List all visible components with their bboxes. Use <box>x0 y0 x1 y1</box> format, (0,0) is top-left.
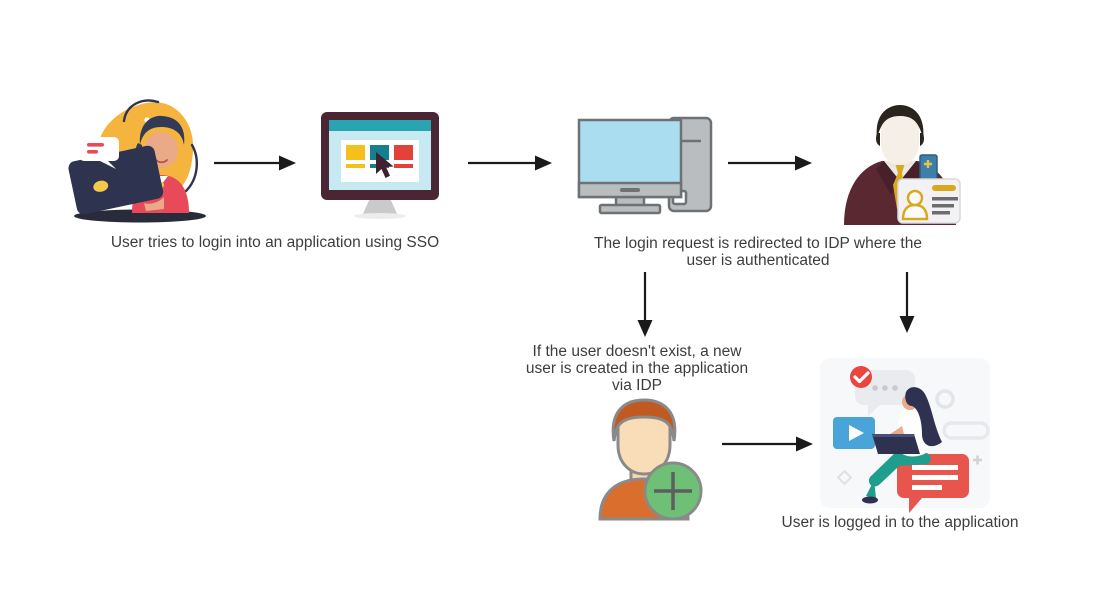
check-badge-icon <box>850 366 872 388</box>
badge-icon <box>919 154 938 180</box>
caption-idp-redirect: The login request is redirected to IDP w… <box>594 235 922 269</box>
add-plus-icon <box>643 461 703 521</box>
monitor-stand <box>363 198 397 214</box>
decor-circle <box>935 389 955 409</box>
hair <box>876 105 924 139</box>
decor-pill <box>942 421 990 440</box>
tile-yellow <box>346 145 365 160</box>
node-idp-redirect <box>576 116 714 215</box>
businessman-id-card-illustration <box>844 105 961 225</box>
speech-bubble-icon <box>79 137 119 169</box>
decor-diamond <box>836 469 853 486</box>
cursor-icon <box>376 152 394 178</box>
tile-teal <box>370 145 389 160</box>
node-create-user <box>585 393 705 523</box>
browser-toolbar <box>329 120 431 131</box>
arrow-right-create-user-to-logged-in <box>722 436 813 452</box>
node-logged-in <box>814 356 996 513</box>
desktop-computer-illustration <box>577 116 713 215</box>
face <box>881 112 919 165</box>
arrow-down-idp-to-create-user <box>637 272 653 337</box>
woman-laptop-chat-illustration <box>820 358 990 513</box>
caption-user-login: User tries to login into an application … <box>110 234 440 251</box>
arrow-right-2 <box>468 155 552 171</box>
message-bubble-icon <box>897 454 969 513</box>
node-idp-user <box>836 103 964 227</box>
arrow-right-3 <box>728 155 812 171</box>
tile-red <box>394 145 413 160</box>
arrow-right-1 <box>214 155 296 171</box>
laptop <box>68 145 164 215</box>
node-user-laptop <box>68 93 216 227</box>
person-hair <box>139 115 185 145</box>
node-app-browser <box>318 110 442 220</box>
video-play-icon <box>833 417 875 449</box>
monitor-base <box>598 203 662 215</box>
arrow-down-idp-user-to-logged-in <box>899 272 915 333</box>
browser-window-monitor-illustration <box>321 112 439 219</box>
decor-plus <box>973 455 982 465</box>
caption-create-user: If the user doesn't exist, a new user is… <box>525 343 749 394</box>
id-card-icon <box>897 178 961 224</box>
user-at-laptop-illustration <box>68 99 206 223</box>
hair <box>611 398 677 442</box>
add-user-plus-illustration <box>598 398 703 521</box>
caption-logged-in: User is logged in to the application <box>781 514 1019 531</box>
woman-figure <box>862 387 942 504</box>
